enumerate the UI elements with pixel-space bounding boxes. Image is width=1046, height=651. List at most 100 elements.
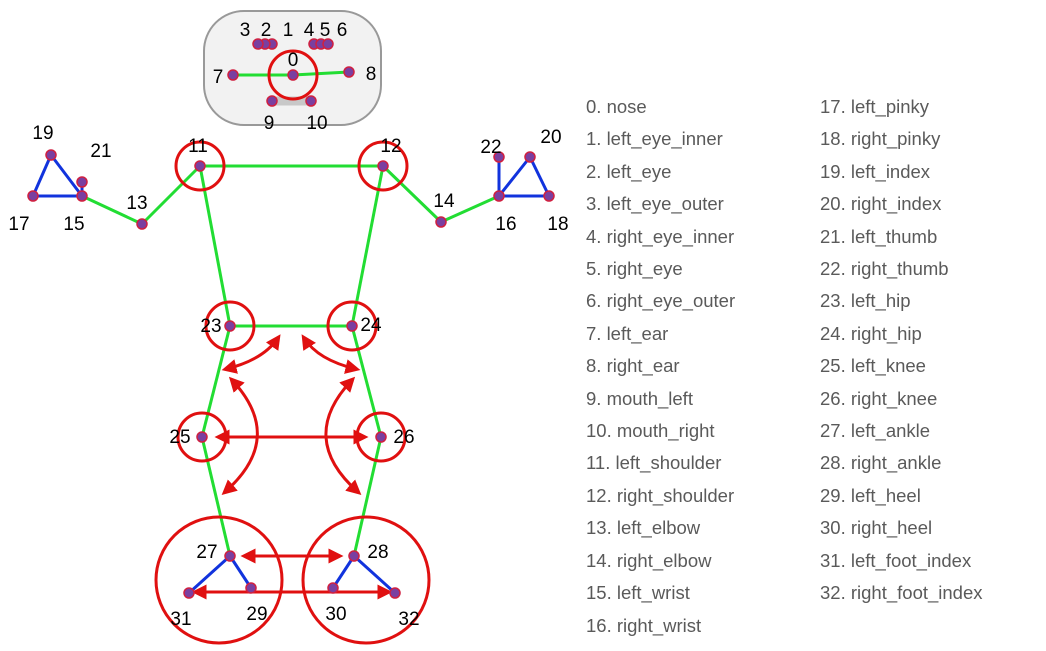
highlight-ring <box>326 300 378 352</box>
keypoint-label: 12 <box>380 136 401 157</box>
legend-item: 28. right_ankle <box>820 452 942 474</box>
keypoint-label: 22 <box>480 137 501 158</box>
legend-item: 10. mouth_right <box>586 420 715 442</box>
keypoint <box>343 66 355 78</box>
keypoint-label: 29 <box>246 604 267 625</box>
legend-item: 5. right_eye <box>586 258 683 280</box>
keypoint <box>224 320 236 332</box>
hand-foot-edge <box>497 156 532 197</box>
legend-item: 27. left_ankle <box>820 420 931 442</box>
legend-item: 26. right_knee <box>820 387 938 409</box>
legend-item: 32. right_foot_index <box>820 582 983 604</box>
skeleton-edge <box>381 164 443 224</box>
keypoint-label: 20 <box>540 127 561 148</box>
legend-item: 16. right_wrist <box>586 614 702 636</box>
keypoint-label: 14 <box>433 191 455 212</box>
keypoint <box>348 550 360 562</box>
legend-item: 11. left_shoulder <box>586 452 722 474</box>
keypoint-label: 25 <box>169 427 190 448</box>
legend-item: 4. right_eye_inner <box>586 225 735 247</box>
legend-item: 8. right_ear <box>586 355 680 377</box>
legend-item: 2. left_eye <box>586 160 672 182</box>
keypoint-label: 27 <box>196 542 217 563</box>
keypoint <box>346 320 358 332</box>
keypoint-label: 4 <box>304 20 315 41</box>
skeleton-edge <box>292 70 350 77</box>
keypoint-label: 18 <box>547 214 568 235</box>
legend-item: 12. right_shoulder <box>586 484 735 506</box>
keypoint <box>27 190 39 202</box>
legend-item: 1. left_eye_inner <box>586 128 723 150</box>
skeleton-edge <box>200 436 232 557</box>
legend-item: 15. left_wrist <box>586 582 690 604</box>
keypoint-label: 10 <box>306 113 327 134</box>
keypoint-label: 5 <box>320 20 331 41</box>
keypoint-label: 15 <box>63 214 84 235</box>
keypoint-label: 26 <box>393 427 414 448</box>
keypoint <box>493 151 505 163</box>
hand-foot-edge <box>228 555 253 589</box>
keypoint-label: 21 <box>90 141 111 162</box>
highlight-ring <box>174 140 226 192</box>
keypoint <box>252 38 264 50</box>
hand-foot-edge <box>528 156 551 197</box>
legend-item: 14. right_elbow <box>586 549 712 571</box>
keypoint-label: 32 <box>398 609 419 630</box>
skeleton-edge <box>81 194 143 226</box>
skeleton-edge <box>198 165 232 327</box>
keypoint <box>375 431 387 443</box>
keypoint <box>524 151 536 163</box>
legend-item: 18. right_pinky <box>820 128 941 150</box>
highlight-ring <box>204 300 256 352</box>
keypoint-label: 19 <box>32 123 53 144</box>
keypoint <box>327 582 339 594</box>
legend-item: 19. left_index <box>820 160 931 182</box>
keypoint <box>377 160 389 172</box>
legend-item: 31. left_foot_index <box>820 549 972 571</box>
keypoint <box>45 149 57 161</box>
keypoint <box>305 95 317 107</box>
keypoint <box>245 582 257 594</box>
measure-arrow <box>301 334 361 374</box>
keypoint <box>194 160 206 172</box>
hand-foot-edge <box>331 555 356 589</box>
keypoint <box>543 190 555 202</box>
skeleton-edge <box>352 436 383 557</box>
legend-item: 30. right_heel <box>820 517 933 539</box>
highlight-ring <box>301 515 431 645</box>
keypoint <box>266 95 278 107</box>
legend-item: 20. right_index <box>820 193 942 215</box>
keypoint <box>322 38 334 50</box>
face-box <box>203 10 382 126</box>
highlight-ring <box>357 140 409 192</box>
highlight-ring <box>176 411 228 463</box>
keypoint-label: 9 <box>264 113 275 134</box>
keypoint <box>287 69 299 81</box>
legend-item: 29. left_heel <box>820 484 921 506</box>
keypoint-label: 7 <box>213 67 224 88</box>
keypoint-label: 17 <box>8 214 29 235</box>
keypoint <box>196 431 208 443</box>
legend-item: 0. nose <box>586 96 647 117</box>
legend-column-2: 17. left_pinky 18. right_pinky 19. left_… <box>820 91 983 610</box>
keypoint <box>183 587 195 599</box>
measure-arrow <box>221 334 281 374</box>
hand-foot-edge <box>31 154 53 197</box>
hand-foot-edge <box>49 154 84 197</box>
keypoint-label: 0 <box>288 50 299 71</box>
skeleton-edge <box>350 165 385 327</box>
keypoint <box>76 176 88 188</box>
keypoint <box>435 216 447 228</box>
highlight-ring <box>355 411 407 463</box>
keypoint-label: 24 <box>360 315 382 336</box>
legend-item: 3. left_eye_outer <box>586 193 724 215</box>
legend-item: 17. left_pinky <box>820 96 930 117</box>
keypoint-label: 28 <box>367 542 388 563</box>
highlight-ring <box>267 49 319 101</box>
keypoint-label: 13 <box>126 193 147 214</box>
highlight-ring <box>154 515 284 645</box>
keypoint-label: 1 <box>283 20 294 41</box>
legend-item: 22. right_thumb <box>820 258 949 280</box>
keypoint-label: 23 <box>200 316 221 337</box>
legend-item: 7. left_ear <box>586 322 669 344</box>
